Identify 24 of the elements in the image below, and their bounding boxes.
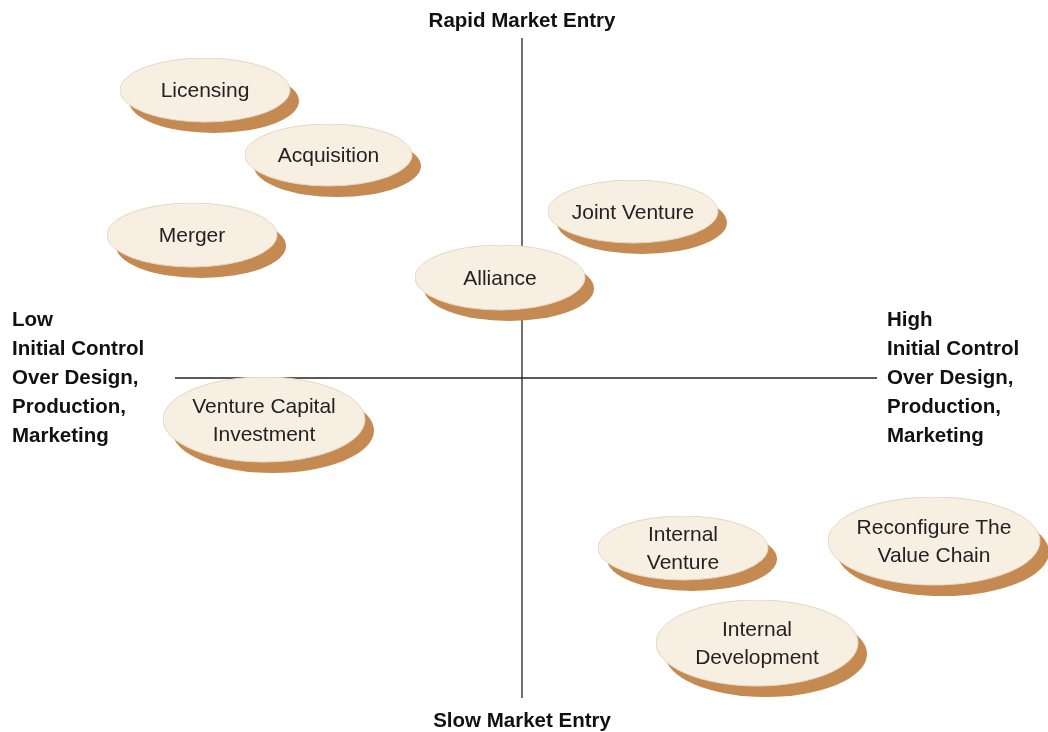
node-label: Alliance	[462, 264, 538, 291]
node-label: Internal Development	[694, 616, 820, 670]
axis-label: Rapid Market Entry	[427, 7, 617, 33]
node-label: Venture Capital Investment	[191, 392, 337, 447]
ellipse-node	[163, 377, 374, 473]
node-label: Joint Venture	[570, 198, 696, 225]
ellipse-node	[598, 516, 777, 591]
ellipse-node	[120, 58, 299, 133]
node-label: Licensing	[159, 77, 251, 103]
node-label: Reconfigure The Value Chain	[855, 514, 1013, 568]
node-label: Acquisition	[276, 142, 381, 168]
axis-label: Initial Control Over Design, Production, Marketing	[12, 335, 146, 448]
ellipse-node	[415, 245, 594, 321]
axis-label: Slow Market Entry	[432, 707, 612, 732]
axis-label: Low	[12, 306, 54, 332]
node-label: Internal Venture	[645, 521, 721, 575]
axis-label: Initial Control Over Design, Production, Marketing	[887, 335, 1021, 448]
axis-label: High	[887, 306, 934, 332]
ellipse-node	[656, 600, 867, 697]
ellipse-node	[828, 497, 1048, 596]
ellipse-node	[245, 124, 421, 197]
ellipse-node	[107, 203, 286, 278]
ellipse-node	[548, 180, 727, 254]
node-label: Merger	[157, 222, 227, 248]
